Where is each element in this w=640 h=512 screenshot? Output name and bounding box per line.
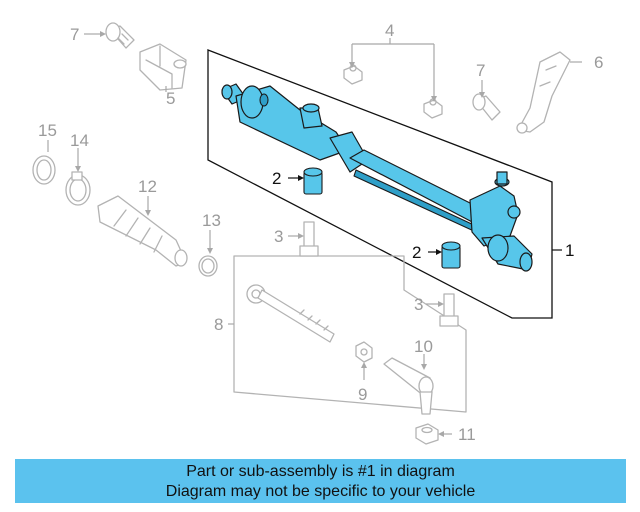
bolt-part-7-left[interactable] bbox=[105, 22, 135, 49]
callout-12: 12 bbox=[138, 177, 157, 196]
callout-10: 10 bbox=[414, 337, 433, 356]
boot-part-12[interactable] bbox=[97, 195, 188, 267]
clamp-part-14[interactable] bbox=[65, 171, 91, 206]
bolt-part-7-right[interactable] bbox=[472, 93, 501, 121]
nut-part-11[interactable] bbox=[415, 423, 439, 445]
ring-part-15[interactable] bbox=[32, 155, 56, 185]
callout-14: 14 bbox=[70, 131, 89, 150]
tie-rod-group-frame bbox=[233, 255, 467, 413]
inner-tie-rod-part-8[interactable] bbox=[246, 284, 335, 343]
callout-13: 13 bbox=[202, 211, 221, 230]
bolt-part-3-lower[interactable] bbox=[439, 293, 459, 327]
bolt-part-3-upper[interactable] bbox=[299, 221, 319, 257]
info-banner: Part or sub-assembly is #1 in diagram Di… bbox=[15, 459, 626, 503]
callout-6: 6 bbox=[594, 53, 603, 72]
steering-rack-assembly[interactable] bbox=[221, 83, 533, 272]
tie-rod-end-part-10[interactable] bbox=[383, 357, 434, 415]
callout-4: 4 bbox=[385, 21, 394, 40]
nut-part-9[interactable] bbox=[355, 341, 373, 363]
callout-7-right: 7 bbox=[476, 61, 485, 80]
callout-9: 9 bbox=[358, 385, 367, 404]
callout-3-upper: 3 bbox=[274, 227, 283, 246]
bushing-lower[interactable] bbox=[441, 241, 461, 269]
callout-15: 15 bbox=[38, 121, 57, 140]
callout-7-left: 7 bbox=[70, 25, 79, 44]
banner-line-1: Part or sub-assembly is #1 in diagram bbox=[186, 463, 455, 480]
bracket-part-5[interactable] bbox=[139, 43, 187, 91]
assembly-frame bbox=[207, 49, 553, 319]
banner-line-2: Diagram may not be specific to your vehi… bbox=[165, 483, 476, 500]
parts-diagram: 7 5 4 6 7 15 14 12 13 3 3 8 9 10 11 1 2 … bbox=[32, 21, 603, 445]
arm-bracket-part-6[interactable] bbox=[516, 51, 571, 134]
nut-part-4-upper[interactable] bbox=[343, 64, 363, 85]
callout-11: 11 bbox=[458, 425, 476, 444]
callout-5: 5 bbox=[166, 89, 175, 108]
callout-2-upper: 2 bbox=[272, 169, 281, 188]
clamp-part-13[interactable] bbox=[198, 255, 218, 277]
callout-1: 1 bbox=[565, 241, 574, 260]
nut-part-4-lower[interactable] bbox=[423, 98, 443, 119]
callout-2-lower: 2 bbox=[412, 243, 421, 262]
leader-lines bbox=[47, 31, 582, 437]
callout-8: 8 bbox=[214, 315, 223, 334]
bushing-upper[interactable] bbox=[303, 167, 323, 195]
callout-3-lower: 3 bbox=[414, 295, 423, 314]
